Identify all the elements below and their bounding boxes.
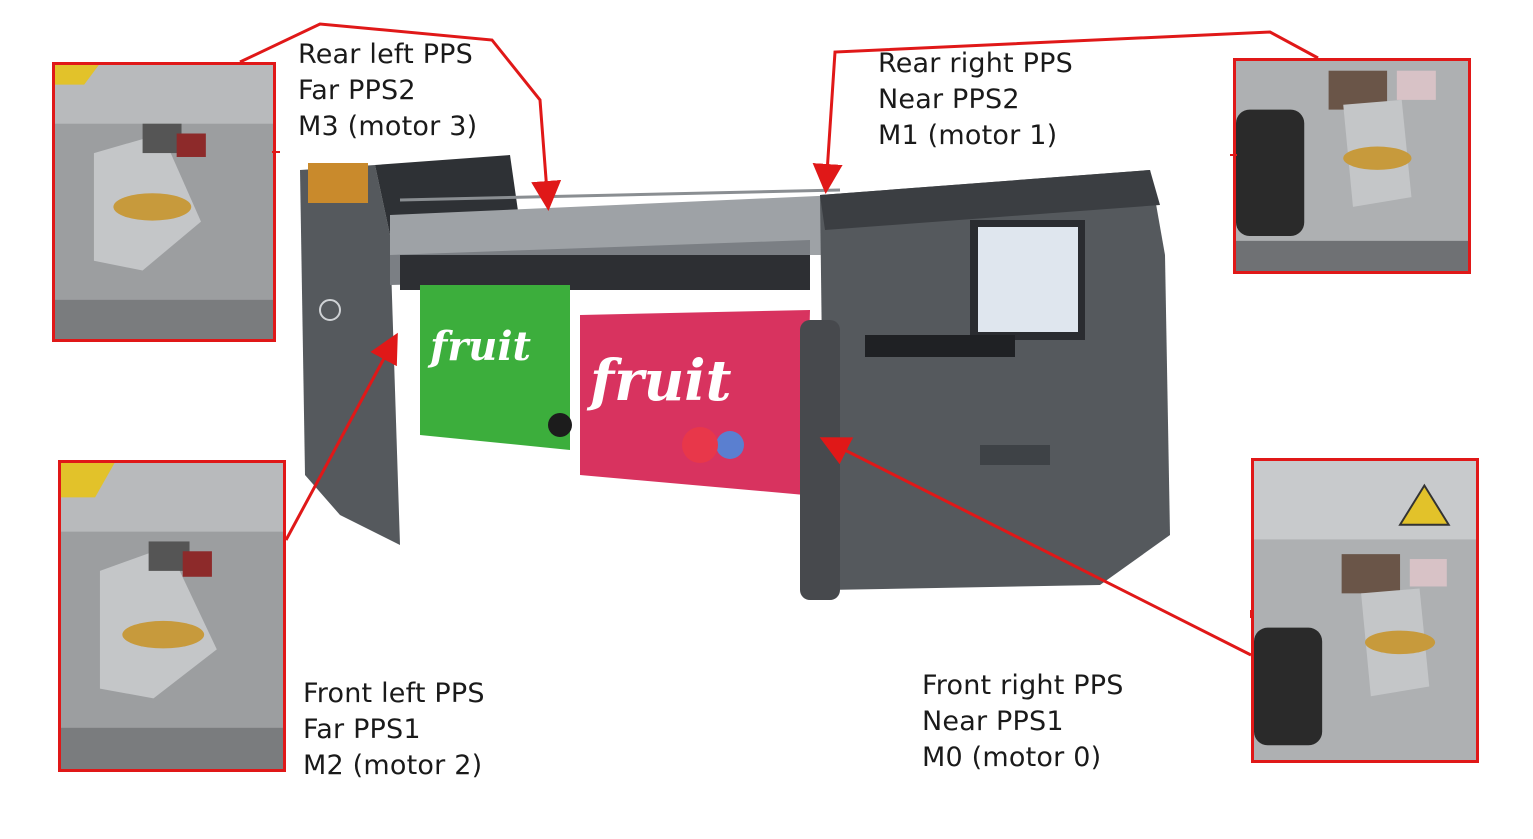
photo-front-right-pps <box>1251 458 1479 763</box>
banner-pink <box>580 310 810 495</box>
callout-rear-left-line3: M3 (motor 3) <box>298 111 478 142</box>
callout-front-left-line3: M2 (motor 2) <box>303 750 483 781</box>
warning-triangle-icon <box>1398 483 1451 526</box>
callout-rear-left-line2: Far PPS2 <box>298 75 416 106</box>
callout-rear-left-line1: Rear left PPS <box>298 39 474 70</box>
callout-rear-right-line1: Rear right PPS <box>878 48 1073 79</box>
callout-front-right-line3: M0 (motor 0) <box>922 742 1102 773</box>
callout-front-right: Front right PPS Near PPS1 M0 (motor 0) <box>922 668 1124 776</box>
callout-front-left: Front left PPS Far PPS1 M2 (motor 2) <box>303 676 485 784</box>
photo-front-left-pps <box>58 460 286 772</box>
svg-text:fruit: fruit <box>427 323 532 370</box>
callout-rear-right: Rear right PPS Near PPS2 M1 (motor 1) <box>878 46 1073 154</box>
fan-row <box>400 255 810 290</box>
keyboard <box>865 335 1015 357</box>
photo-rear-left-pps <box>52 62 276 342</box>
photo-rear-right-pps <box>1233 58 1471 274</box>
callout-rear-left: Rear left PPS Far PPS2 M3 (motor 3) <box>298 37 477 145</box>
callout-rear-right-line3: M1 (motor 1) <box>878 120 1058 151</box>
callout-front-left-line1: Front left PPS <box>303 678 485 709</box>
ink-cartridges <box>308 163 368 203</box>
control-screen <box>978 227 1078 332</box>
arrow-rear-left <box>239 22 562 211</box>
arrow-front-left <box>284 332 398 541</box>
warning-triangle-icon <box>55 65 99 85</box>
callout-front-right-line1: Front right PPS <box>922 670 1124 701</box>
callout-rear-right-line2: Near PPS2 <box>878 84 1020 115</box>
warning-triangle-icon <box>61 463 115 498</box>
callout-front-left-line2: Far PPS1 <box>303 714 421 745</box>
arrow-rear-right <box>812 30 1319 194</box>
banner-green <box>420 285 570 450</box>
hp-logo-icon <box>319 299 341 321</box>
arrow-front-right <box>819 437 1252 657</box>
svg-text:fruit: fruit <box>586 348 732 414</box>
printer-illustration: fruit fruit <box>300 155 1170 600</box>
callout-front-right-line2: Near PPS1 <box>922 706 1064 737</box>
